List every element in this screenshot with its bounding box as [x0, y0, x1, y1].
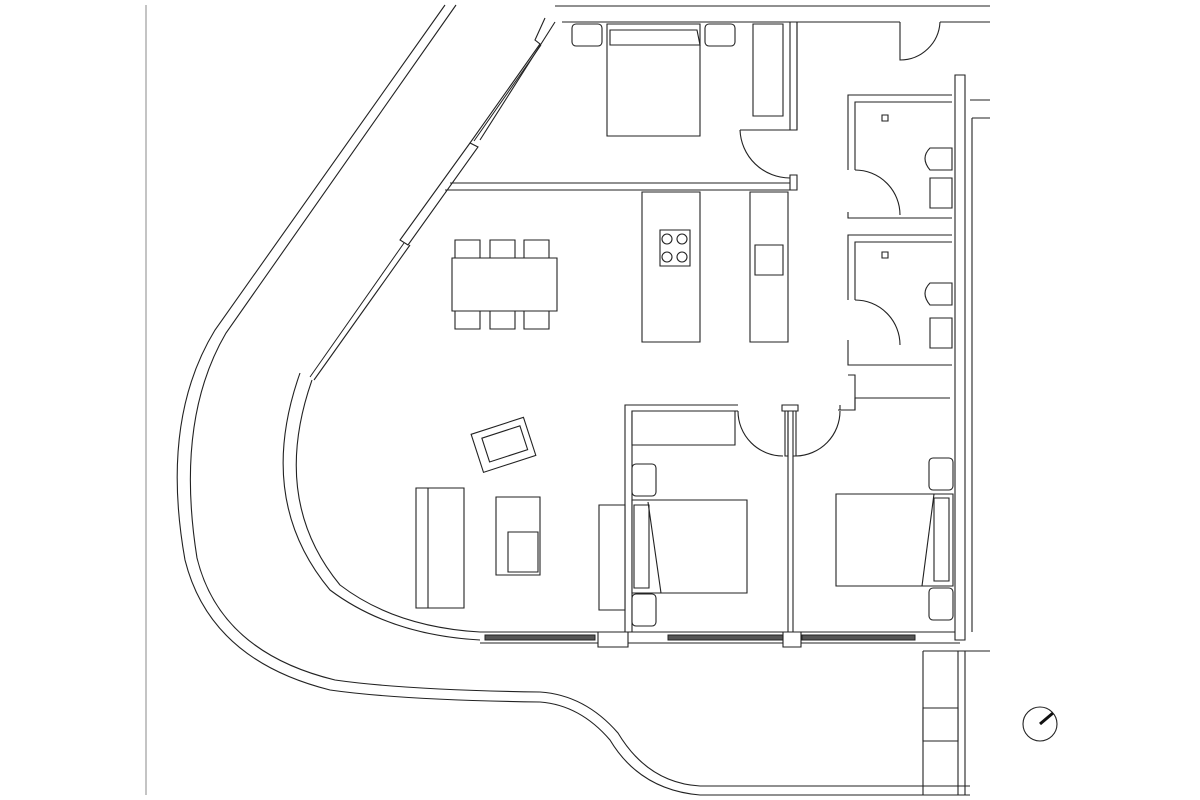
- facade-diagonal: [283, 18, 555, 640]
- nightstand: [632, 594, 656, 626]
- washbasin-icon: [930, 318, 952, 348]
- bedroom-sw-furniture: [632, 411, 747, 626]
- bathroom-fixtures: [882, 115, 952, 348]
- washbasin-icon: [930, 178, 952, 208]
- shower-drain: [882, 252, 888, 258]
- kitchen: [642, 192, 788, 342]
- chair: [455, 240, 480, 258]
- chair: [455, 311, 480, 329]
- wall-north: [555, 6, 990, 22]
- nightstand: [929, 458, 953, 490]
- nightstand: [572, 24, 602, 46]
- door-swing-icon: [738, 22, 940, 456]
- tv-unit: [599, 505, 625, 610]
- sink-icon: [755, 245, 783, 275]
- window-icon: [485, 635, 595, 640]
- bed: [607, 24, 700, 136]
- wardrobe: [753, 24, 783, 116]
- dining-table: [452, 258, 557, 311]
- nightstand: [705, 24, 735, 46]
- chair: [524, 240, 549, 258]
- sofa: [416, 488, 464, 608]
- facade-south: [480, 632, 990, 795]
- toilet-icon: [925, 283, 952, 305]
- balcony-edge: [177, 5, 970, 795]
- bed: [632, 500, 747, 593]
- window-icon: [802, 635, 915, 640]
- living-furniture: [416, 417, 625, 610]
- window-icon: [668, 635, 783, 640]
- north-arrow-icon: [1023, 707, 1057, 741]
- wardrobe: [632, 411, 735, 445]
- nightstand: [929, 588, 953, 620]
- dining-set: [452, 240, 557, 329]
- chair: [490, 240, 515, 258]
- kitchen-island: [642, 192, 700, 342]
- bedroom-north-furniture: [572, 24, 783, 136]
- chair: [524, 311, 549, 329]
- window-icon: [474, 45, 541, 141]
- interior-walls: [445, 22, 990, 640]
- nightstand: [632, 464, 656, 496]
- shower-drain: [882, 115, 888, 121]
- bedroom-se-furniture: [836, 458, 953, 620]
- cooktop-icon: [660, 230, 690, 266]
- window-icon: [310, 243, 404, 377]
- toilet-icon: [925, 148, 952, 170]
- chair: [490, 311, 515, 329]
